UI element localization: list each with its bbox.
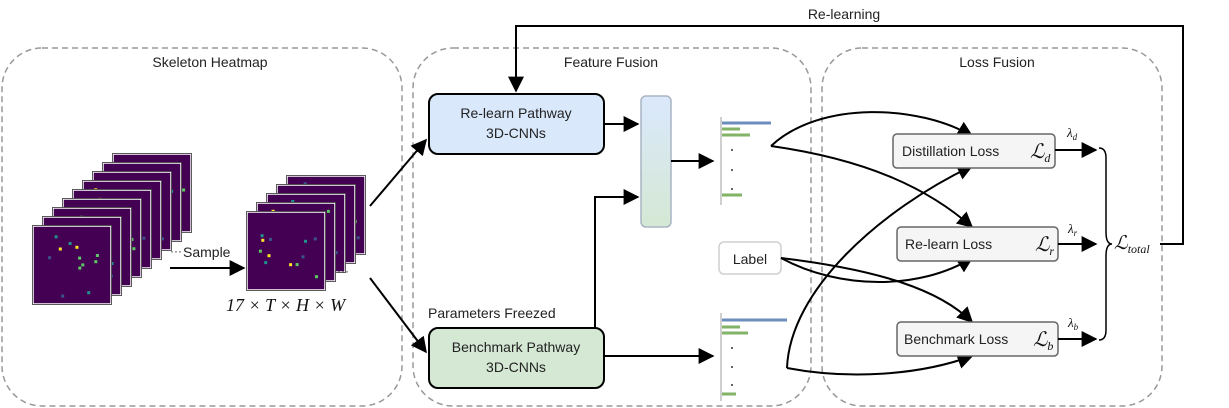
heatmap-joint <box>258 249 262 253</box>
heatmap-joint <box>326 209 330 213</box>
sample-label: Sample <box>183 244 231 260</box>
heatmap-frame <box>32 225 112 305</box>
heatmap-joint <box>75 245 79 249</box>
heatmap-joint <box>315 275 318 279</box>
heatmap-joint <box>95 254 99 257</box>
heatmap-joint <box>264 261 268 265</box>
stack-ellipsis-2: ··· <box>337 264 349 278</box>
loss-title: Loss Fusion <box>959 54 1034 70</box>
label-to-benchmark-curve <box>780 257 974 324</box>
heatmap-joint <box>78 266 82 270</box>
distillation-loss-symbol: ℒd <box>1030 141 1051 165</box>
relearning-feedback-arrow <box>508 25 1184 245</box>
heatmap-joint <box>58 247 62 251</box>
heatmap-joint <box>110 262 114 265</box>
benchmark-loss-text: Benchmark Loss <box>904 331 1008 347</box>
heatmap-joint <box>132 247 136 251</box>
benchmark-pathway-title: Benchmark Pathway <box>452 339 580 355</box>
heatmap-stack-full <box>32 153 192 305</box>
heatmap-joint <box>334 251 338 255</box>
heatmap-joint <box>303 182 307 186</box>
label-text: Label <box>733 251 767 267</box>
lambda-r-label: λr <box>1067 221 1078 238</box>
relearn-pathway-box <box>428 93 605 155</box>
relearn-pathway-sub: 3D-CNNs <box>486 125 546 141</box>
benchmark-to-benchmark-curve <box>786 353 974 376</box>
heatmap-stack-sampled <box>246 175 366 291</box>
skeleton-panel <box>1 47 403 407</box>
fused-logits <box>720 117 771 205</box>
heatmap-joint <box>68 242 72 245</box>
fused-to-distill-curve <box>770 111 974 147</box>
skeleton-title: Skeleton Heatmap <box>152 54 267 70</box>
fusion-block <box>640 95 672 228</box>
heatmap-joint <box>78 256 82 260</box>
shape-formula: 17 × T × H × W <box>226 295 347 315</box>
loss-fusion-panel <box>821 47 1163 407</box>
heatmap-joint <box>81 263 85 267</box>
heatmap-joint <box>48 256 52 260</box>
heatmap-joint <box>161 237 164 241</box>
heatmap-joint <box>289 263 293 267</box>
lambda-b-label: λb <box>1067 315 1079 332</box>
relearn-pathway-title: Re-learn Pathway <box>460 105 571 121</box>
benchmark-pathway-sub: 3D-CNNs <box>486 359 546 375</box>
heatmap-joint <box>313 237 317 241</box>
heatmap-joint <box>295 263 299 267</box>
heatmap-joint <box>291 200 295 203</box>
relearn-loss-text: Re-learn Loss <box>905 236 992 252</box>
heatmap-joint <box>54 235 58 239</box>
heatmap-joint <box>261 238 265 242</box>
heatmap-joint <box>304 239 307 243</box>
total-loss-symbol: ℒtotal <box>1114 233 1150 256</box>
arrow-to-relearn <box>369 138 428 207</box>
benchmark-loss-symbol: ℒb <box>1033 329 1053 353</box>
relearn-loss-symbol: ℒr <box>1035 234 1054 258</box>
heatmap-joint <box>269 237 272 241</box>
label-to-relearn-curve <box>780 257 974 283</box>
heatmap-joint <box>301 255 305 259</box>
benchmark-logits <box>720 313 787 401</box>
fused-to-relearn-curve <box>770 145 974 229</box>
freeze-note: Parameters Freezed <box>428 305 556 321</box>
heatmap-joint <box>87 291 91 295</box>
feature-title: Feature Fusion <box>564 54 658 70</box>
heatmap-joint <box>94 260 98 264</box>
heatmap-joint <box>142 236 146 240</box>
heatmap-frame <box>246 211 326 291</box>
heatmap-joint <box>267 254 271 258</box>
benchmark-pathway-box <box>428 327 605 389</box>
benchmark-to-distill-curve <box>786 165 974 369</box>
heatmap-joint <box>182 188 186 192</box>
benchmark-to-fusion-arrow <box>594 189 640 328</box>
heatmap-joint <box>356 236 360 240</box>
lambda-d-label: λd <box>1066 125 1078 142</box>
arrow-to-benchmark <box>369 277 427 354</box>
relearning-label: Re-learning <box>808 6 880 22</box>
heatmap-joint <box>260 234 264 238</box>
heatmap-joint <box>61 294 65 298</box>
distillation-loss-text: Distillation Loss <box>902 143 999 159</box>
stack-ellipsis-1: ··· <box>170 244 182 258</box>
sum-brace <box>1098 147 1113 341</box>
feature-fusion-panel <box>412 47 812 407</box>
